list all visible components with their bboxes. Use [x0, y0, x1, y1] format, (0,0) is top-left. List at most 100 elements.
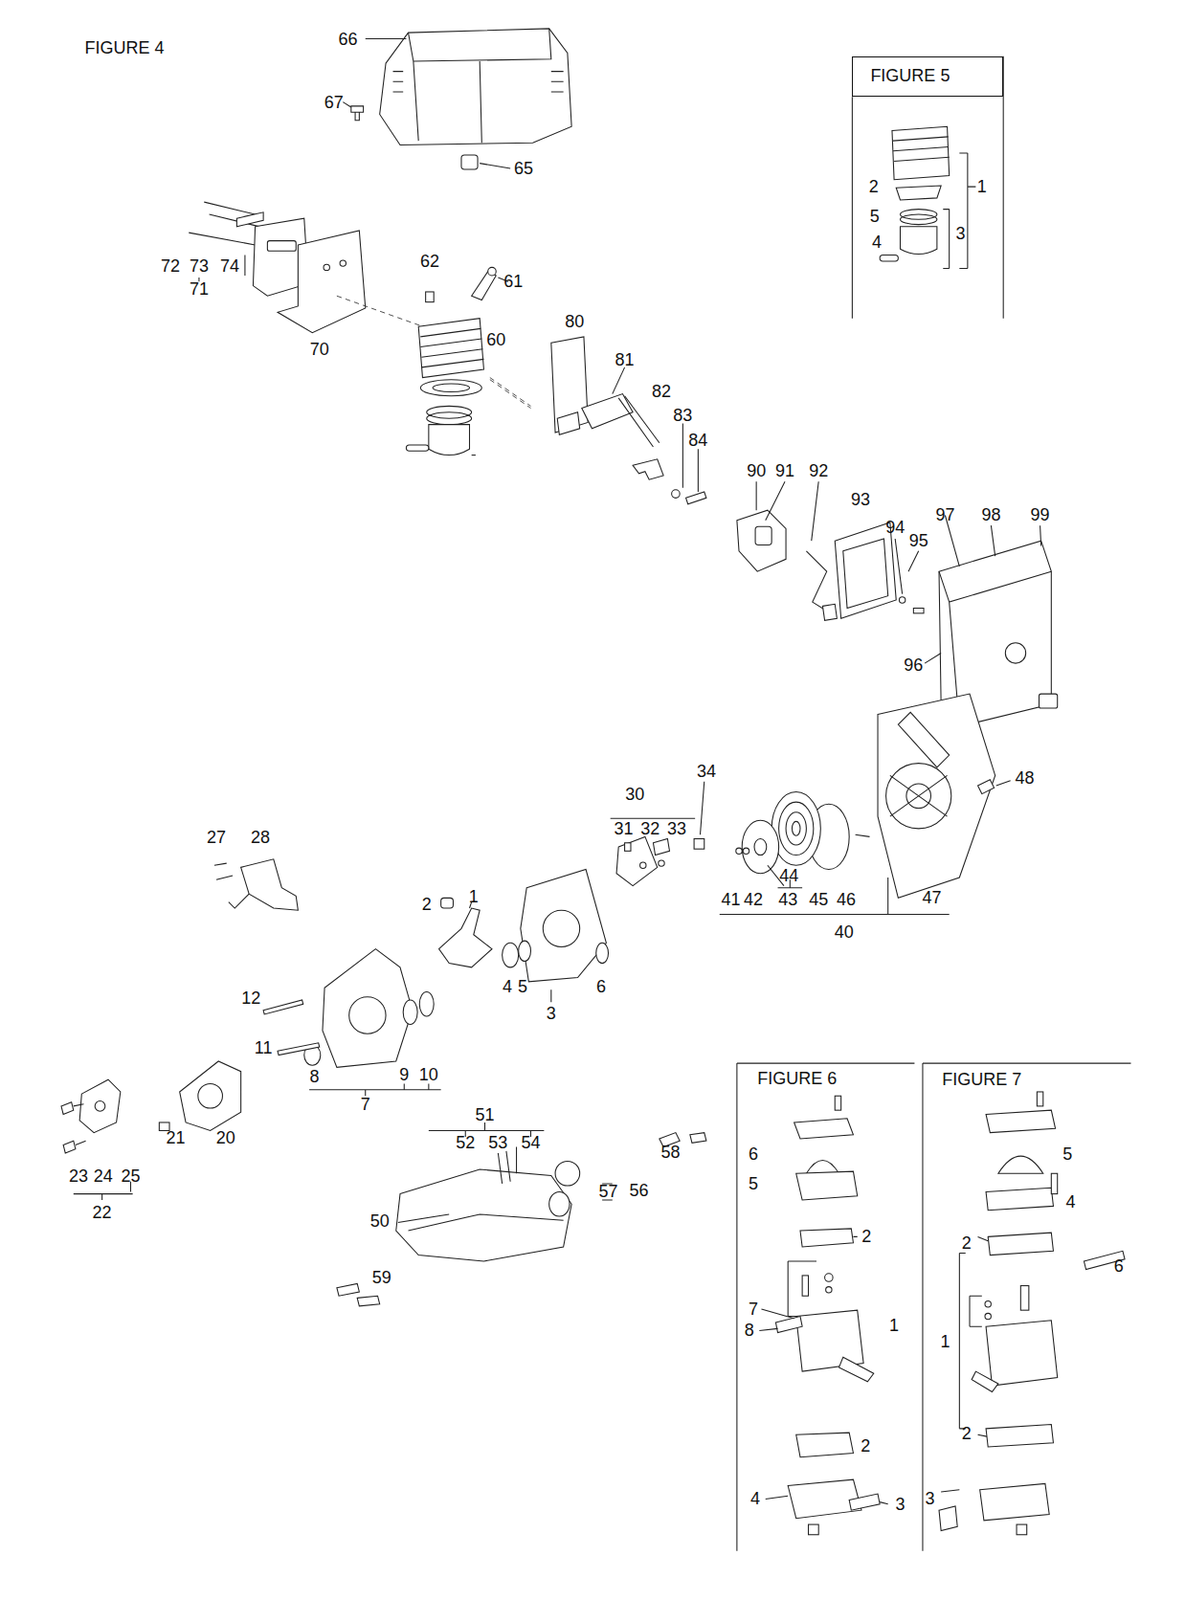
callout-number: 1: [939, 1333, 950, 1351]
callout-number: 59: [372, 1269, 392, 1287]
part-outline: [737, 510, 786, 572]
figure-title: FIGURE 7: [941, 1071, 1022, 1089]
callout-number: 33: [667, 820, 687, 838]
part-outline: [408, 28, 552, 143]
callout-number: 1: [469, 888, 479, 906]
part-outline: [890, 775, 948, 817]
callout-number: 10: [419, 1066, 439, 1084]
callout-number: 3: [894, 1496, 905, 1514]
part-outline: [1020, 1286, 1029, 1312]
part-outline: [418, 318, 484, 379]
part-outline: [787, 1261, 817, 1318]
part-outline: [940, 1490, 960, 1493]
callout-number: 6: [596, 978, 606, 996]
part-outline: [336, 295, 532, 406]
part-outline: [471, 454, 476, 456]
part-outline: [924, 652, 941, 664]
part-outline: [939, 1506, 958, 1532]
callout-number: 45: [808, 891, 828, 909]
part-outline: [759, 1236, 857, 1331]
part-outline: [985, 1187, 1053, 1210]
callout-number: 2: [869, 178, 879, 196]
figure-title: FIGURE 6: [757, 1070, 837, 1088]
part-outline: [736, 848, 742, 854]
part-outline: [877, 693, 996, 898]
callout-number: 74: [220, 257, 240, 275]
part-outline: [791, 821, 801, 836]
callout-number: 5: [517, 978, 528, 996]
part-outline: [787, 1479, 862, 1520]
part-outline: [365, 38, 407, 40]
callout-number: 34: [696, 762, 716, 781]
callout-number: 57: [599, 1183, 619, 1201]
part-outline: [984, 1301, 991, 1308]
part-outline: [775, 1317, 803, 1334]
part-outline: [699, 782, 704, 835]
part-outline: [610, 818, 696, 820]
callout-number: 65: [514, 159, 534, 178]
part-outline: [971, 1371, 999, 1392]
callout-number: 53: [488, 1134, 508, 1152]
callout-number: 2: [860, 1437, 871, 1455]
callout-number: 31: [614, 820, 634, 838]
part-outline: [555, 1161, 581, 1186]
callout-number: 41: [720, 891, 740, 909]
part-outline: [640, 862, 647, 869]
callout-number: 47: [922, 889, 942, 907]
part-outline: [339, 260, 346, 267]
part-outline: [502, 942, 519, 968]
part-outline: [323, 264, 330, 270]
part-outline: [518, 940, 532, 962]
callout-number: 94: [885, 518, 905, 537]
callout-number: 7: [748, 1300, 759, 1319]
callout-number: 20: [216, 1129, 236, 1147]
part-outline: [214, 863, 249, 909]
part-outline: [897, 712, 949, 768]
callout-number: 6: [1114, 1257, 1124, 1275]
callout-number: 27: [206, 828, 226, 847]
callout-number: 98: [981, 506, 1001, 524]
callout-number: 54: [520, 1134, 540, 1152]
part-outline: [822, 603, 837, 621]
part-outline: [1039, 693, 1058, 709]
part-outline: [980, 1483, 1051, 1521]
callout-number: 91: [775, 462, 795, 480]
callout-number: 1: [977, 178, 987, 196]
part-outline: [693, 839, 705, 850]
part-outline: [479, 163, 511, 169]
callout-number: 8: [744, 1321, 755, 1340]
callout-number: 9: [399, 1066, 409, 1084]
callout-number: 7: [360, 1095, 371, 1114]
callout-number: 32: [640, 820, 660, 838]
callout-number: 24: [93, 1167, 113, 1185]
callout-number: 62: [420, 252, 440, 270]
part-outline: [996, 781, 1011, 786]
callout-number: 11: [254, 1039, 273, 1057]
part-outline: [351, 106, 364, 121]
callout-number: 73: [189, 257, 209, 275]
callout-number: 84: [688, 431, 708, 449]
part-outline: [886, 763, 952, 829]
part-outline: [439, 908, 492, 968]
part-outline: [179, 1061, 242, 1132]
part-outline: [985, 1110, 1056, 1133]
part-outline: [469, 902, 552, 1003]
callout-number: 6: [748, 1145, 759, 1163]
part-outline: [309, 1083, 442, 1096]
callout-number: 22: [92, 1204, 112, 1222]
part-outline: [428, 424, 470, 456]
figure-title: FIGURE 4: [85, 39, 165, 57]
callout-number: 3: [955, 224, 965, 243]
callout-number: 50: [370, 1212, 390, 1230]
part-outline: [959, 153, 976, 269]
part-outline: [756, 481, 819, 541]
part-outline: [796, 1432, 854, 1458]
part-outline: [94, 1101, 106, 1113]
callout-number: 4: [502, 978, 513, 996]
callout-number: 5: [870, 207, 880, 225]
callout-number: 51: [474, 1106, 494, 1124]
part-outline: [767, 834, 871, 886]
callout-number: 82: [651, 382, 671, 401]
callout-number: 4: [1066, 1193, 1076, 1211]
